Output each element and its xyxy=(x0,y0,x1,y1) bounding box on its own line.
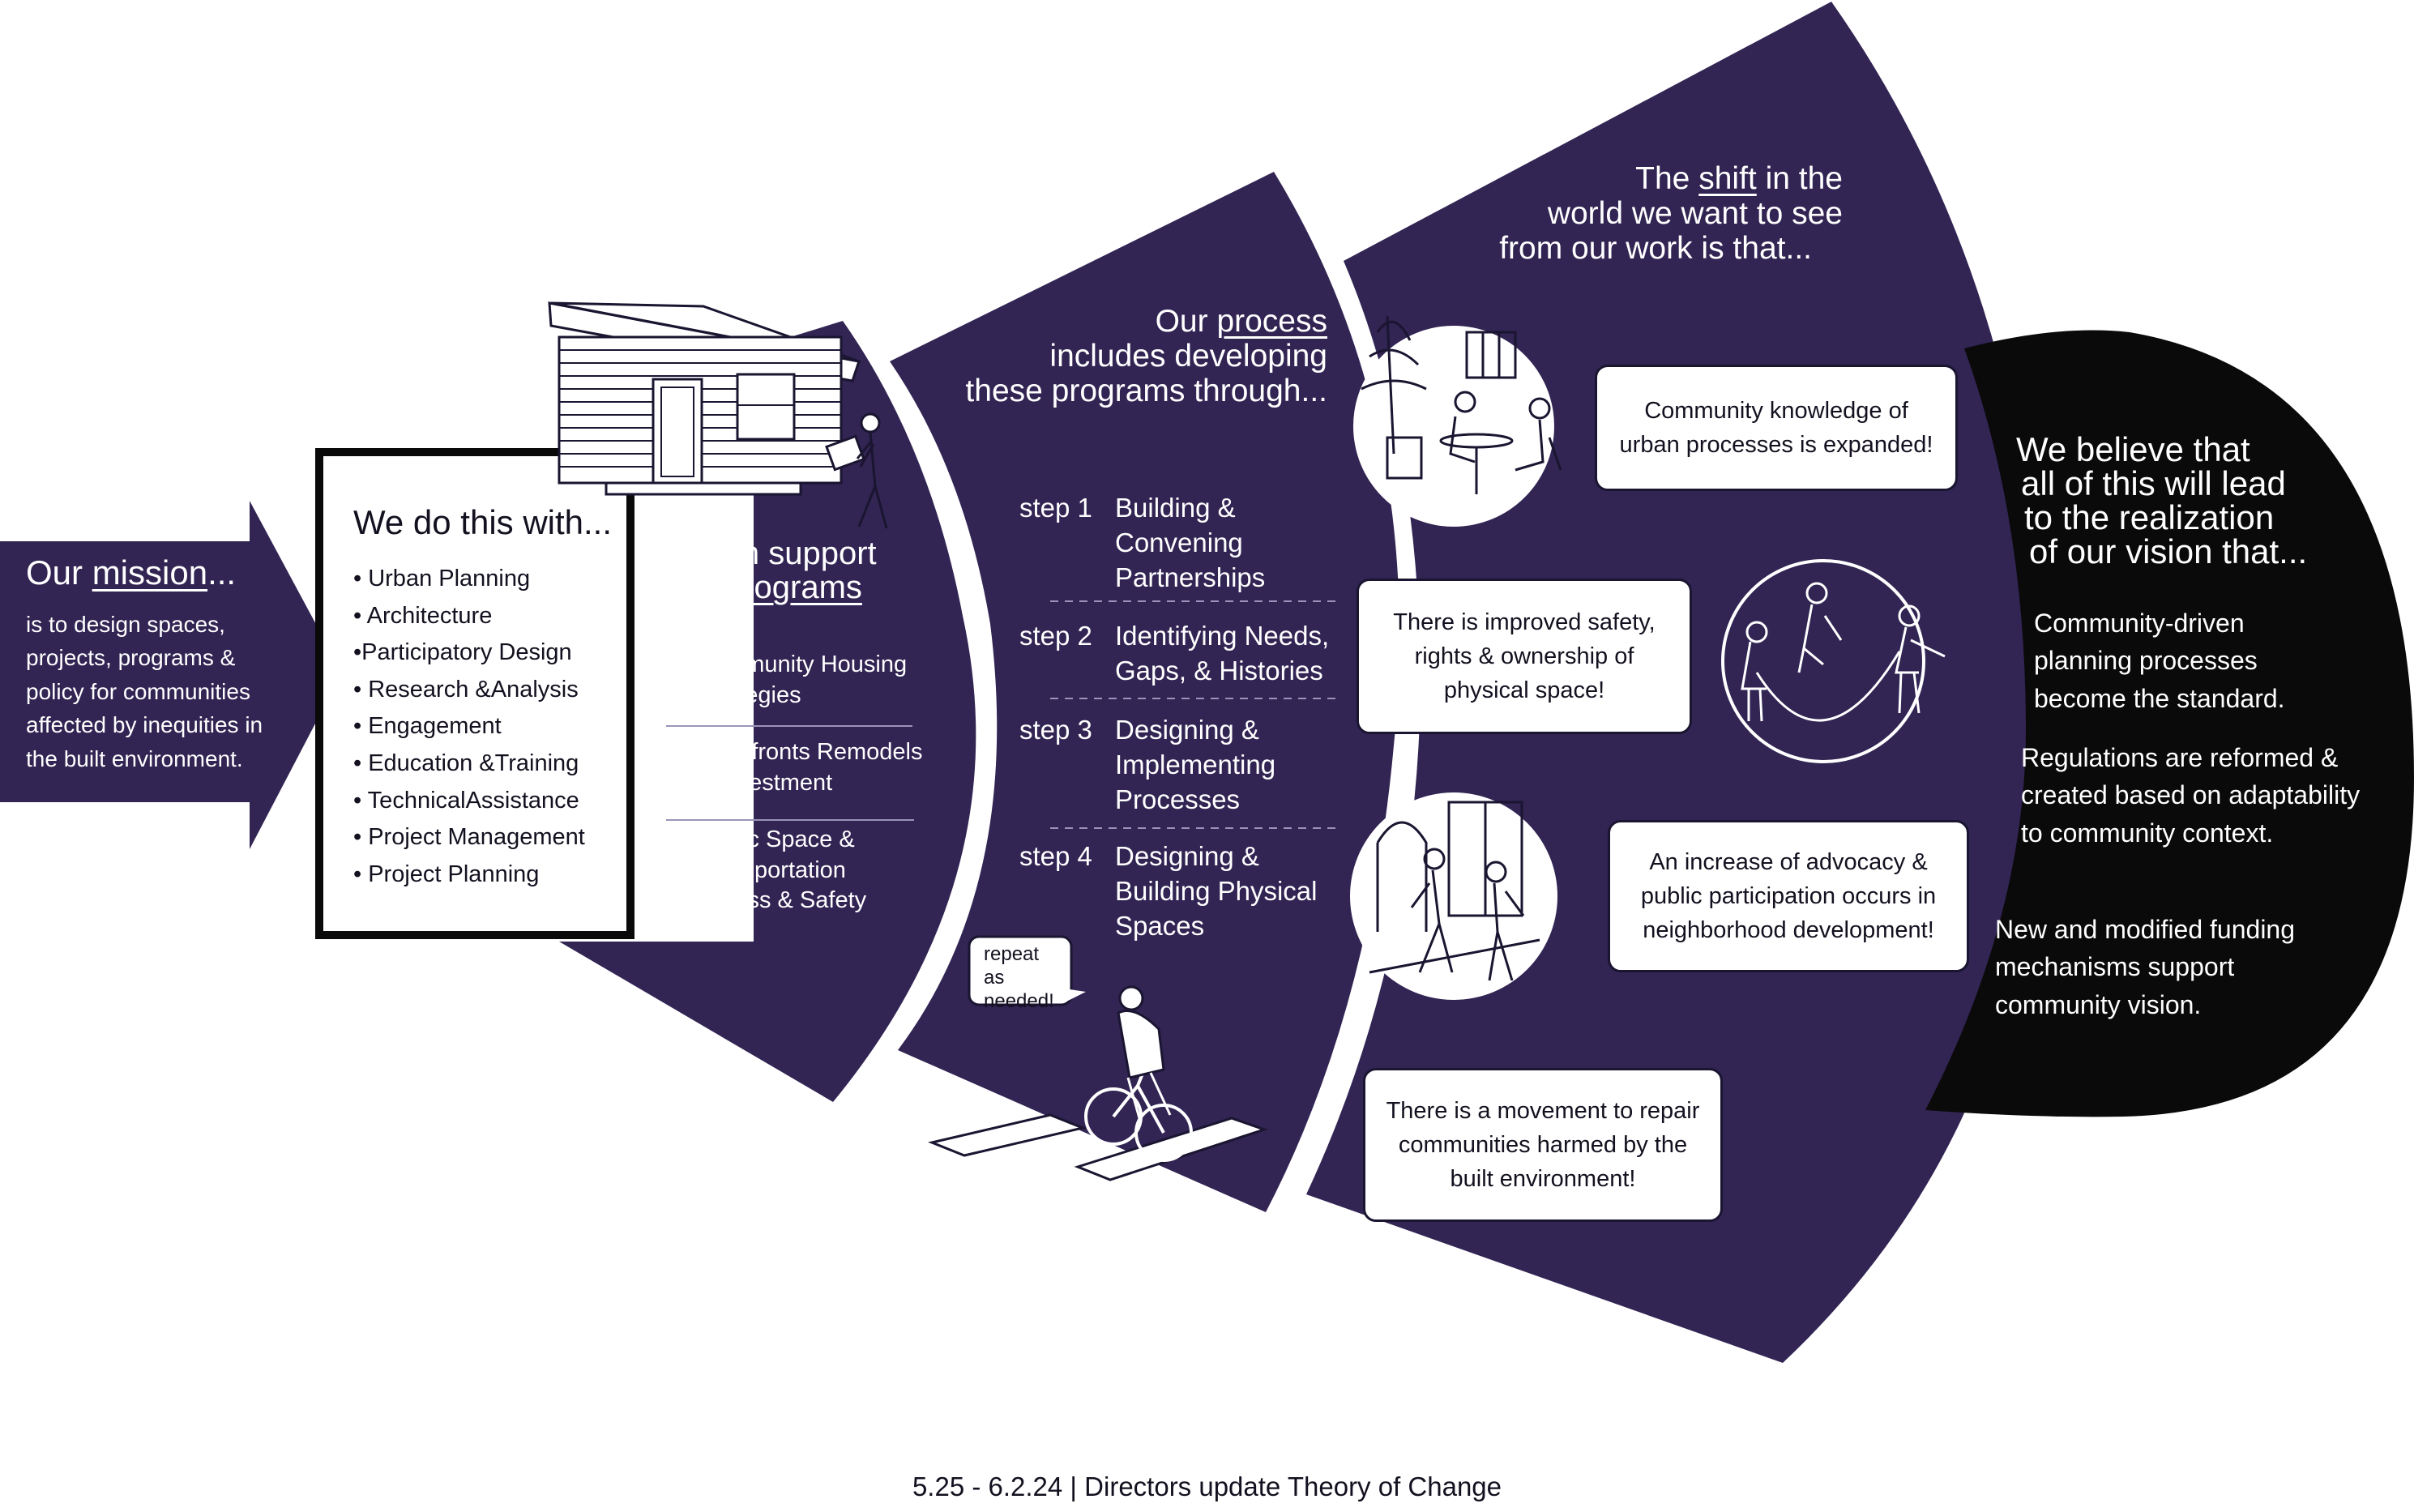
repeat-bubble xyxy=(968,935,1086,1006)
tools-item: • Architecture xyxy=(353,602,493,629)
outcome-card: There is improved safety, rights & owner… xyxy=(1357,579,1692,734)
vision-band xyxy=(1925,330,2414,1117)
footer-caption: 5.25 - 6.2.24 | Directors update Theory … xyxy=(912,1471,1502,1501)
tools-list: • Urban Planning • Architecture •Partici… xyxy=(353,561,621,893)
street-walkers-icon xyxy=(1350,792,1557,1000)
process-link: process xyxy=(1216,304,1327,339)
cyclist-icon xyxy=(928,985,1268,1181)
tools-title: We do this with... xyxy=(353,503,613,541)
programs-title: Which support our programs xyxy=(669,536,877,605)
house-icon xyxy=(548,301,861,496)
outcome-card: An increase of advocacy & public partici… xyxy=(1608,820,1969,972)
tools-item: • TechnicalAssistance xyxy=(353,787,579,814)
programs-band xyxy=(559,321,976,1102)
programs-link: programs xyxy=(724,570,862,605)
mission-arrow xyxy=(0,501,342,849)
vision-item: Community-driven planning processes beco… xyxy=(2034,609,2285,713)
tools-item: • Education &Training xyxy=(353,750,579,776)
mission-link: mission xyxy=(92,553,208,592)
vision-item: New and modified funding mechanisms supp… xyxy=(1995,915,2296,1019)
tools-item: • Project Management xyxy=(353,824,585,851)
jump-rope-kids-icon xyxy=(1721,559,1946,763)
tools-item: • Engagement xyxy=(353,713,502,740)
mission-title: Our mission... xyxy=(26,553,237,592)
shift-title: The shift in the world we want to see fr… xyxy=(1499,161,1843,266)
mission-body: is to design spaces, projects, programs … xyxy=(26,612,263,771)
shift-link: shift xyxy=(1698,161,1757,196)
vision-title: We believe that all of this will lead to… xyxy=(2016,430,2308,570)
tools-item: • Urban Planning xyxy=(353,566,531,592)
repeat-note: repeat as needed! xyxy=(984,943,1054,1012)
tools-item: •Participatory Design xyxy=(353,639,572,666)
tools-box xyxy=(315,448,634,939)
vision-item: Regulations are reformed & created based… xyxy=(2021,743,2361,848)
cafe-table-icon xyxy=(1353,315,1562,527)
outcome-card: There is a movement to repair communitie… xyxy=(1363,1068,1723,1222)
person-carrying-box-icon xyxy=(825,412,888,529)
outcome-card: Community knowledge of urban processes i… xyxy=(1595,365,1958,491)
tools-item: • Project Planning xyxy=(353,861,540,887)
tools-item: • Research &Analysis xyxy=(353,676,579,703)
process-title: Our process includes developing these pr… xyxy=(965,304,1327,408)
